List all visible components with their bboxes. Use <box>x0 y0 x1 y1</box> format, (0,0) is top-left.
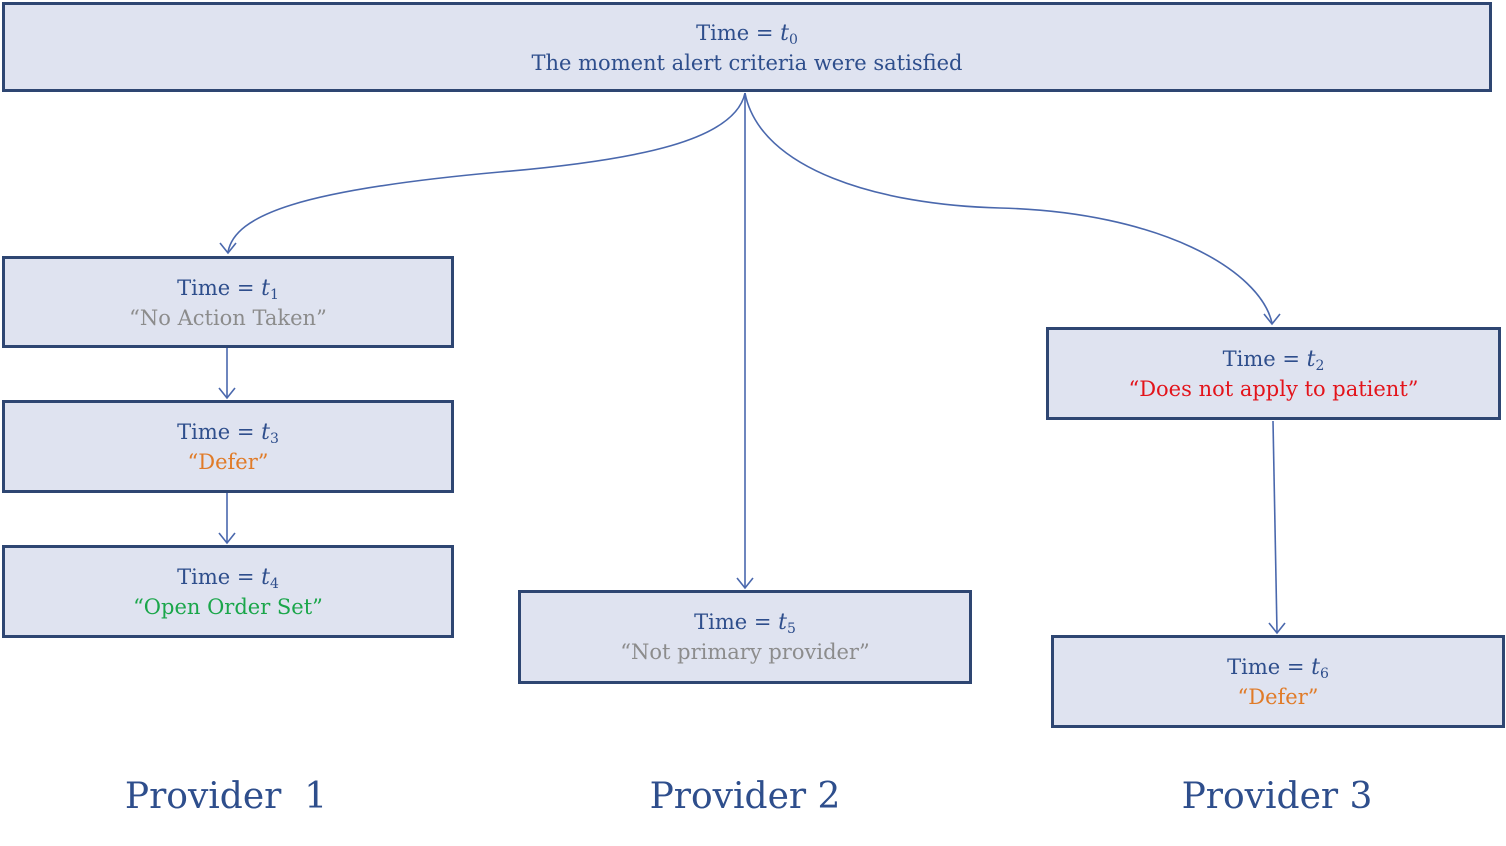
arrowhead-t3 <box>218 387 236 400</box>
arrowhead-t6 <box>1268 622 1286 635</box>
node-t0-caption: The moment alert criteria were satisfied <box>531 51 963 75</box>
node-t4: Time = t4 “Open Order Set” <box>2 545 454 638</box>
provider-3-label: Provider 3 <box>1181 776 1373 817</box>
time-label: Time = <box>177 276 262 300</box>
time-label: Time = <box>1222 347 1307 371</box>
node-t5: Time = t5 “Not primary provider” <box>518 590 972 684</box>
node-t2-caption: “Does not apply to patient” <box>1128 377 1419 401</box>
node-t3-caption: “Defer” <box>187 450 269 474</box>
connector-t0-t1 <box>227 92 746 253</box>
provider-2-label: Provider 2 <box>649 776 841 817</box>
node-t3: Time = t3 “Defer” <box>2 400 454 493</box>
time-label: Time = <box>1227 655 1312 679</box>
arrowhead-t5 <box>736 577 754 590</box>
arrowhead-t1 <box>219 242 237 255</box>
time-label: Time = <box>177 565 262 589</box>
time-label: Time = <box>694 610 779 634</box>
node-t2: Time = t2 “Does not apply to patient” <box>1046 327 1501 420</box>
time-variable: t <box>261 276 270 301</box>
time-variable: t <box>1311 655 1320 680</box>
time-label: Time = <box>696 21 781 45</box>
time-subscript: 2 <box>1315 358 1325 374</box>
time-label: Time = <box>177 420 262 444</box>
connector-t0-t2 <box>744 92 1273 324</box>
node-t1-time: Time = t1 <box>5 275 451 302</box>
node-t4-time: Time = t4 <box>5 564 451 591</box>
node-t5-time: Time = t5 <box>521 609 969 636</box>
node-t0: Time = t0 The moment alert criteria were… <box>2 2 1492 92</box>
time-variable: t <box>778 610 787 635</box>
time-variable: t <box>780 21 789 46</box>
time-variable: t <box>261 420 270 445</box>
node-t3-time: Time = t3 <box>5 419 451 446</box>
node-t5-caption: “Not primary provider” <box>620 640 870 664</box>
node-t4-caption: “Open Order Set” <box>133 595 323 619</box>
node-t2-time: Time = t2 <box>1049 346 1498 373</box>
node-t1: Time = t1 “No Action Taken” <box>2 256 454 348</box>
arrowhead-t2 <box>1263 313 1281 326</box>
time-subscript: 3 <box>269 431 279 447</box>
arrowhead-t4 <box>218 532 236 545</box>
time-subscript: 6 <box>1319 666 1329 682</box>
node-t6: Time = t6 “Defer” <box>1051 635 1505 728</box>
node-t0-time: Time = t0 <box>5 20 1489 47</box>
node-t6-caption: “Defer” <box>1237 685 1319 709</box>
provider-1-label: Provider 1 <box>124 776 328 817</box>
time-variable: t <box>261 565 270 590</box>
time-subscript: 0 <box>788 32 798 48</box>
time-subscript: 1 <box>269 287 279 303</box>
node-t1-caption: “No Action Taken” <box>129 306 327 330</box>
time-variable: t <box>1306 347 1316 372</box>
time-subscript: 5 <box>786 621 796 637</box>
time-subscript: 4 <box>269 576 279 592</box>
connector-t2-t6 <box>1272 420 1278 633</box>
node-t6-time: Time = t6 <box>1054 654 1502 681</box>
